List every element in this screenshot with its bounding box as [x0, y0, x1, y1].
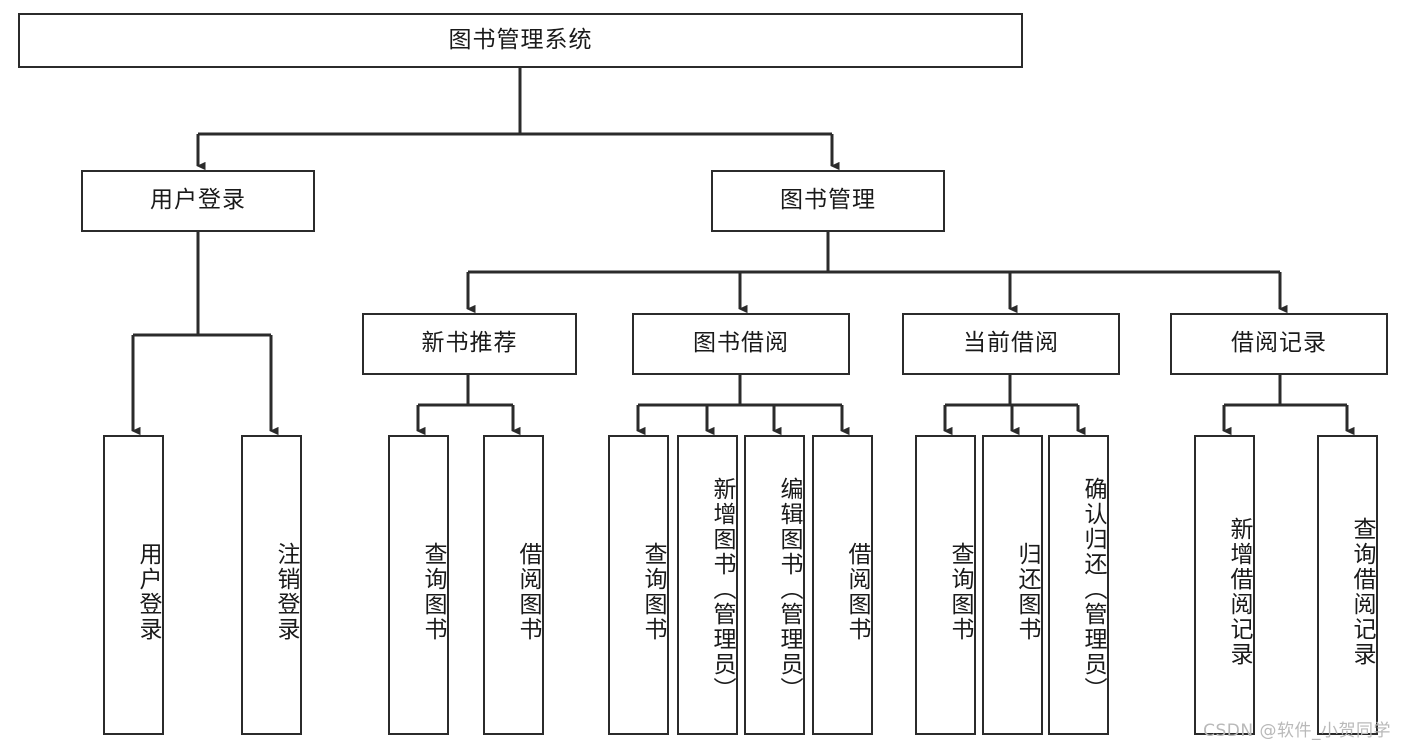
- node-label: 用户登录: [150, 187, 246, 214]
- node-label: 查询图书: [947, 542, 973, 642]
- node-book-borrow[interactable]: 图书借阅: [632, 313, 850, 375]
- node-label: 新书推荐: [421, 330, 518, 357]
- node-label: 归还图书: [1014, 542, 1040, 642]
- node-label: 图书管理: [780, 187, 876, 214]
- node-label: 当前借阅: [963, 330, 1059, 357]
- watermark-text: CSDN @软件_小贺同学: [1203, 721, 1391, 741]
- leaf-record-add-record[interactable]: 新增借阅记录: [1194, 435, 1255, 735]
- node-root-system[interactable]: 图书管理系统: [18, 13, 1023, 68]
- node-label: 借阅图书: [844, 542, 870, 642]
- node-new-book-recommend[interactable]: 新书推荐: [362, 313, 577, 375]
- leaf-borrow-add-book-admin[interactable]: 新增图书（管理员）: [677, 435, 738, 735]
- leaf-current-query-book[interactable]: 查询图书: [915, 435, 976, 735]
- node-current-borrow[interactable]: 当前借阅: [902, 313, 1120, 375]
- node-label: 新增图书（管理员）: [709, 476, 735, 702]
- node-label: 注销登录: [273, 542, 299, 642]
- leaf-recommend-query-book[interactable]: 查询图书: [388, 435, 449, 735]
- node-label: 查询借阅记录: [1349, 517, 1375, 667]
- leaf-borrow-query-book[interactable]: 查询图书: [608, 435, 669, 735]
- leaf-user-login-logout[interactable]: 注销登录: [241, 435, 302, 735]
- node-label: 图书借阅: [693, 330, 789, 357]
- node-label: 借阅图书: [515, 542, 541, 642]
- leaf-user-login-login[interactable]: 用户登录: [103, 435, 164, 735]
- node-label: 查询图书: [640, 542, 666, 642]
- node-label: 借阅记录: [1231, 330, 1327, 357]
- leaf-borrow-borrow-book[interactable]: 借阅图书: [812, 435, 873, 735]
- node-label: 图书管理系统: [448, 26, 593, 53]
- leaf-record-query-record[interactable]: 查询借阅记录: [1317, 435, 1378, 735]
- leaf-recommend-borrow-book[interactable]: 借阅图书: [483, 435, 544, 735]
- node-label: 编辑图书（管理员）: [776, 476, 802, 702]
- leaf-current-confirm-return-admin[interactable]: 确认归还（管理员）: [1048, 435, 1109, 735]
- node-label: 确认归还（管理员）: [1080, 476, 1106, 702]
- leaf-current-return-book[interactable]: 归还图书: [982, 435, 1043, 735]
- node-borrow-record[interactable]: 借阅记录: [1170, 313, 1388, 375]
- node-user-login[interactable]: 用户登录: [81, 170, 315, 232]
- leaf-borrow-edit-book-admin[interactable]: 编辑图书（管理员）: [744, 435, 805, 735]
- node-label: 新增借阅记录: [1226, 517, 1252, 667]
- node-label: 查询图书: [420, 542, 446, 642]
- node-book-management[interactable]: 图书管理: [711, 170, 945, 232]
- node-label: 用户登录: [135, 542, 161, 642]
